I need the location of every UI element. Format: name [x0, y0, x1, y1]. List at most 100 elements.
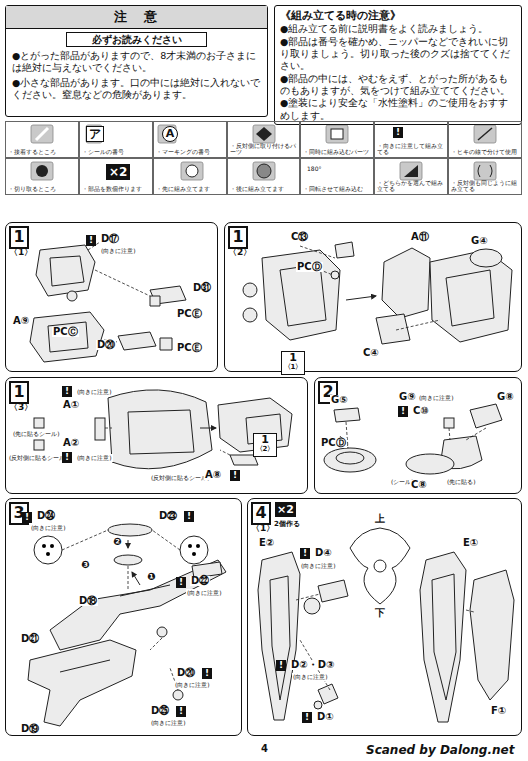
ref-step-number: 1 [254, 434, 276, 446]
cell-box: ・回転させて組み込む [300, 158, 374, 195]
part-label: C⑧ [410, 480, 428, 490]
notes-item: ●部品の中には、やむをえず、とがった所があるものもありますが、気をつけて組み立て… [280, 73, 516, 98]
ref-substep: 〈2〉 [254, 446, 276, 453]
cell-box: ・向きに注意して組み立てる [374, 121, 448, 158]
legend-caption: ・接着するところ [8, 149, 76, 156]
note-label: (向きに注意) [150, 719, 187, 727]
step-number: 4 [251, 502, 271, 525]
cell-box: ・反対側に取り付けるパーツ [227, 121, 301, 158]
legend-caption: ・反対側に取り付けるパーツ [230, 143, 298, 156]
note-label: (向きに注意) [300, 562, 337, 570]
step-number: 1 [9, 381, 29, 404]
legend-caption: ・どちらかを選んで組み立てる [377, 180, 445, 193]
note-label: (先に貼るシール) [12, 430, 61, 438]
seal-icon: ア [86, 126, 104, 142]
caution-mark: ! [393, 127, 403, 138]
cell-box: ・切り取るところ [5, 158, 79, 195]
caution-mark: ! [86, 235, 96, 246]
part-label: A① [62, 400, 80, 410]
caution-title: 注 意 [6, 6, 267, 29]
part-label: PCⒹ [320, 438, 347, 448]
legend-caption: ・ヒキの線で分けて使用 [451, 149, 519, 156]
part-label: PCⒺ [176, 343, 203, 353]
caution-mark: ! [184, 511, 194, 522]
caution-subtitle: 必ずお読みください [66, 32, 207, 47]
cell-box: ・どちらかを選んで組み立てる [374, 158, 448, 195]
legend-caption: ・先に組み立てます [156, 186, 224, 193]
cell-box: ・ヒキの線で分けて使用 [448, 121, 522, 158]
part-label: C④ [362, 348, 380, 358]
caution-mark: ! [62, 452, 72, 463]
part-label: D㉛ [192, 283, 212, 293]
cell-box: ・後に組み立てます [227, 158, 301, 195]
notes-item: ●塗装により安全な「水性塗料」のご使用をおすすめします。 [280, 97, 516, 122]
substep-number: 〈2〉 [228, 248, 252, 257]
part-label: D⑳ [96, 340, 116, 350]
marking-icon: A [162, 126, 178, 142]
notes-box: 《組み立てる時の注意》●組み立てる前に説明書をよく読みましょう。●部品は番号を確… [274, 5, 522, 125]
part-label: A② [62, 438, 80, 448]
legend-caption: ・シールの番号 [82, 149, 150, 156]
part-label: A⑪ [410, 232, 430, 242]
part-label: E② [258, 538, 275, 548]
notes-title: 《組み立てる時の注意》 [280, 8, 516, 23]
ref-box: 1〈2〉 [253, 433, 277, 457]
part-label: E① [462, 538, 479, 548]
caution-mark: ! [202, 668, 212, 679]
caution-mark: ! [300, 548, 310, 559]
notes-item: ●組み立てる前に説明書をよく読みましょう。 [280, 23, 516, 35]
note-label: (向きに注意) [76, 388, 113, 396]
note-label: (反対側に貼るシール) [8, 454, 69, 462]
ref-substep: 〈1〉 [282, 364, 304, 371]
part-label: C⑩ [412, 406, 430, 416]
part-label: D① [316, 712, 335, 722]
note-label: (向きに注意) [76, 454, 113, 462]
note-label: (向きに注意) [174, 681, 211, 689]
legend-caption: ・マーキングの番号 [156, 149, 224, 156]
notes-item: ●部品は番号を確かめ、ニッパーなどできれいに切り取りましょう。切り取った後のクズ… [280, 36, 516, 73]
legend-caption: ・後に組み立てます [230, 186, 298, 193]
part-label: D㉓ [158, 511, 178, 521]
substep-number: 〈3〉 [9, 403, 33, 412]
cell-box: ・先に組み立てます [153, 158, 227, 195]
substep-number: 〈1〉 [251, 524, 275, 533]
note-label: (向きに注意) [292, 673, 329, 681]
caution-mark: ! [398, 406, 408, 417]
part-label: F① [490, 706, 507, 716]
note-label: (向きに注意) [100, 247, 137, 255]
part-label: D㉕ [150, 706, 170, 716]
part-label: PCⒸ [52, 327, 79, 337]
part-label: 4 [260, 744, 269, 754]
note-label: 180° [306, 165, 322, 173]
part-label: D㉒ [190, 576, 210, 586]
caution-mark: ! [302, 712, 312, 723]
note-label: (先に貼る) [446, 478, 477, 486]
part-label: 下 [374, 608, 386, 618]
caution-mark: ! [276, 660, 286, 671]
legend-caption: ・反対側も同じように組み立てる [451, 180, 519, 193]
quantity-note: 2個作る [274, 521, 300, 528]
caution-mark: ! [176, 706, 186, 717]
step-box: 3 [5, 498, 242, 736]
legend-caption: ・向きに注意して組み立てる [377, 143, 445, 156]
part-label: ❶ [146, 572, 156, 582]
step-number: 1 [228, 226, 248, 249]
step-number: 1 [9, 226, 29, 249]
part-label: D㉔ [36, 511, 56, 521]
part-label: ❷ [112, 537, 122, 547]
part-label: D②・D③ [290, 660, 336, 670]
part-label: 上 [374, 514, 386, 524]
part-label: D㉑ [20, 634, 40, 644]
cell-box: ・同時に組み込むパーツ [300, 121, 374, 158]
part-label: PCⒺ [176, 309, 203, 319]
part-label: G⑨ [398, 392, 417, 402]
part-label: ❸ [80, 560, 90, 570]
note-label: (向きに注意) [30, 524, 67, 532]
part-label: A⑧ [204, 470, 222, 480]
caution-note: ●小さな部品があります。口の中には絶対に入れないでください。窒息などの危険があり… [6, 76, 267, 103]
part-label: G⑧ [496, 392, 515, 402]
part-label: D⑳ [176, 668, 196, 678]
legend-caption: ・切り取るところ [8, 186, 76, 193]
